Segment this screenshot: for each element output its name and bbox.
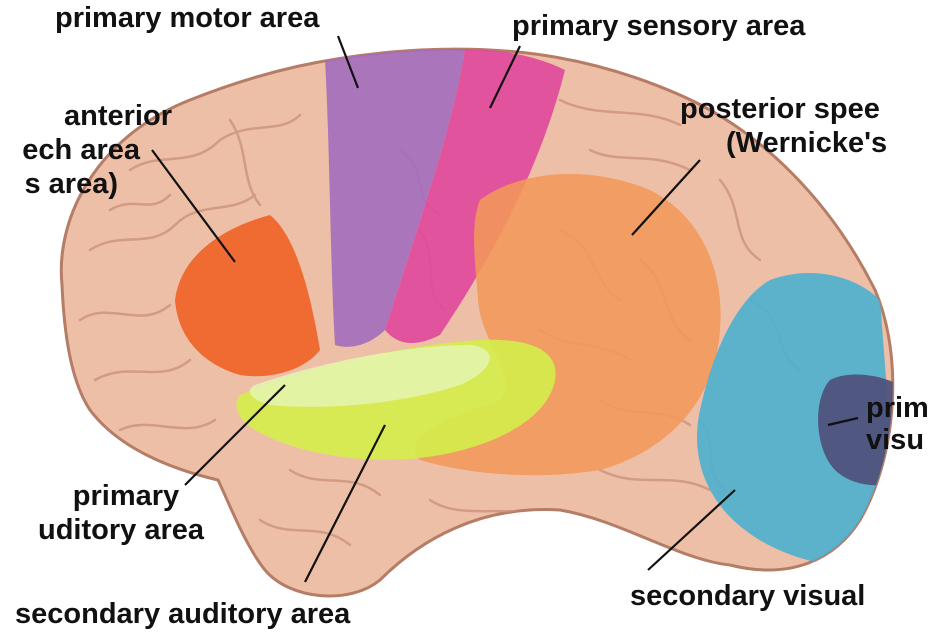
primary-auditory-region bbox=[250, 345, 490, 407]
leader-line-primary-visual bbox=[827, 416, 859, 427]
label-anterior-speech-line-2: ech area bbox=[22, 134, 140, 166]
leader-line-secondary-visual bbox=[647, 489, 736, 571]
label-primary-visual-line-1: prim bbox=[866, 392, 929, 424]
posterior-speech-region bbox=[414, 173, 721, 476]
anterior-speech-region bbox=[175, 215, 320, 377]
leader-lines bbox=[151, 35, 859, 583]
leader-line-primary-auditory bbox=[184, 384, 286, 486]
label-posterior-speech-line-1: posterior spee bbox=[680, 93, 880, 125]
label-primary-auditory-line-1: primary bbox=[72, 480, 180, 512]
leader-line-posterior-speech bbox=[631, 159, 701, 236]
label-posterior-speech-line-2: (Wernicke's bbox=[726, 127, 888, 159]
primary-motor-area bbox=[325, 49, 465, 347]
secondary-visual-region bbox=[697, 272, 893, 567]
leader-line-primary-sensory bbox=[489, 45, 521, 109]
label-primary-visual-line-2: visu bbox=[866, 424, 925, 456]
label-primary-sensory-area: primary sensory area bbox=[512, 10, 806, 42]
primary-sensory-area bbox=[385, 49, 565, 343]
primary-visual-region bbox=[818, 374, 893, 486]
leader-line-secondary-auditory bbox=[304, 424, 386, 583]
label-secondary-auditory-area: secondary auditory area bbox=[15, 598, 351, 630]
label-primary-motor-area: primary motor area bbox=[55, 2, 320, 34]
label-secondary-visual: secondary visual bbox=[630, 580, 866, 612]
leader-line-anterior-speech bbox=[151, 149, 236, 263]
label-primary-auditory-line-2: uditory area bbox=[38, 514, 204, 546]
label-anterior-speech-line-3: s area) bbox=[24, 168, 118, 200]
label-anterior-speech-line-1: anterior bbox=[64, 100, 172, 132]
leader-line-primary-motor bbox=[336, 35, 360, 89]
